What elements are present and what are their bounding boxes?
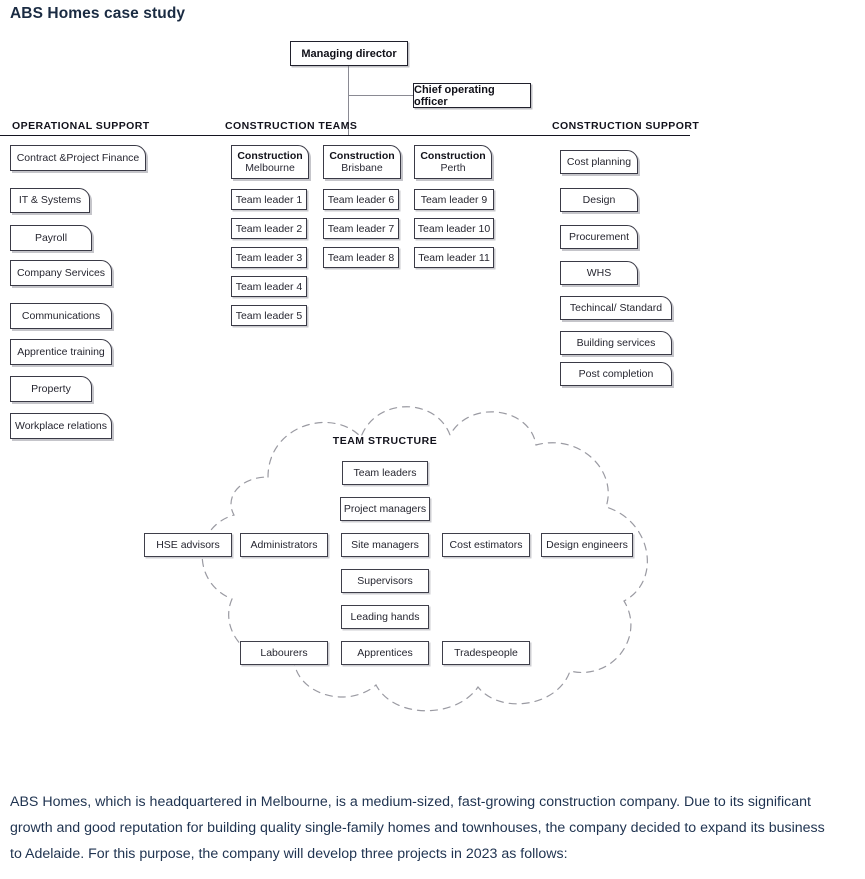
team-structure-box-tradespeople[interactable]: Tradespeople bbox=[442, 641, 530, 665]
team-column-heading-line2: Brisbane bbox=[341, 162, 383, 174]
team-structure-box-administrators[interactable]: Administrators bbox=[240, 533, 328, 557]
org-node-chief-operating-officer[interactable]: Chief operating officer bbox=[413, 83, 531, 108]
team-column-heading-melbourne[interactable]: Construction Melbourne bbox=[231, 145, 309, 179]
team-leader-chip-2[interactable]: Team leader 2 bbox=[231, 218, 307, 239]
connector-md-vertical bbox=[348, 66, 349, 136]
op-support-card-apprentice-training[interactable]: Apprentice training bbox=[10, 339, 112, 365]
support-card-building-services[interactable]: Building services bbox=[560, 331, 672, 355]
cloud-outline-icon bbox=[201, 406, 648, 712]
team-structure-box-leading-hands[interactable]: Leading hands bbox=[341, 605, 429, 629]
team-structure-box-apprentices[interactable]: Apprentices bbox=[341, 641, 429, 665]
op-support-card-contract-project-finance[interactable]: Contract &Project Finance bbox=[10, 145, 146, 171]
connector-md-to-coo bbox=[348, 95, 413, 96]
team-column-heading-line1: Construction bbox=[420, 149, 486, 162]
team-leader-chip-4[interactable]: Team leader 4 bbox=[231, 276, 307, 297]
support-card-cost-planning[interactable]: Cost planning bbox=[560, 150, 638, 174]
case-study-paragraph: ABS Homes, which is headquartered in Mel… bbox=[10, 794, 825, 863]
team-column-heading-line2: Melbourne bbox=[245, 162, 295, 174]
section-header-construction-teams: CONSTRUCTION TEAMS bbox=[225, 120, 358, 132]
support-card-design[interactable]: Design bbox=[560, 188, 638, 212]
team-structure-box-supervisors[interactable]: Supervisors bbox=[341, 569, 429, 593]
team-structure-box-cost-estimators[interactable]: Cost estimators bbox=[442, 533, 530, 557]
support-card-procurement[interactable]: Procurement bbox=[560, 225, 638, 249]
team-leader-chip-11[interactable]: Team leader 11 bbox=[414, 247, 494, 268]
team-leader-chip-7[interactable]: Team leader 7 bbox=[323, 218, 399, 239]
support-card-technical-standard[interactable]: Techincal/ Standard bbox=[560, 296, 672, 320]
support-card-whs[interactable]: WHS bbox=[560, 261, 638, 285]
team-structure-box-design-engineers[interactable]: Design engineers bbox=[541, 533, 633, 557]
team-leader-chip-10[interactable]: Team leader 10 bbox=[414, 218, 494, 239]
team-column-heading-perth[interactable]: Construction Perth bbox=[414, 145, 492, 179]
team-column-heading-line1: Construction bbox=[329, 149, 395, 162]
team-column-heading-brisbane[interactable]: Construction Brisbane bbox=[323, 145, 401, 179]
org-node-managing-director[interactable]: Managing director bbox=[290, 41, 408, 66]
section-header-construction-support: CONSTRUCTION SUPPORT bbox=[552, 120, 700, 132]
team-structure-box-hse-advisors[interactable]: HSE advisors bbox=[144, 533, 232, 557]
op-support-card-workplace-relations[interactable]: Workplace relations bbox=[10, 413, 112, 439]
team-leader-chip-3[interactable]: Team leader 3 bbox=[231, 247, 307, 268]
team-leader-chip-5[interactable]: Team leader 5 bbox=[231, 305, 307, 326]
team-structure-box-site-managers[interactable]: Site managers bbox=[341, 533, 429, 557]
team-leader-chip-8[interactable]: Team leader 8 bbox=[323, 247, 399, 268]
team-structure-box-team-leaders[interactable]: Team leaders bbox=[342, 461, 428, 485]
op-support-card-payroll[interactable]: Payroll bbox=[10, 225, 92, 251]
team-leader-chip-9[interactable]: Team leader 9 bbox=[414, 189, 494, 210]
op-support-card-communications[interactable]: Communications bbox=[10, 303, 112, 329]
team-structure-box-labourers[interactable]: Labourers bbox=[240, 641, 328, 665]
page-title: ABS Homes case study bbox=[10, 5, 186, 22]
team-structure-box-project-managers[interactable]: Project managers bbox=[340, 497, 430, 521]
section-header-operational-support: OPERATIONAL SUPPORT bbox=[12, 120, 150, 132]
op-support-card-property[interactable]: Property bbox=[10, 376, 92, 402]
team-structure-cloud bbox=[118, 385, 678, 725]
team-column-heading-line1: Construction bbox=[237, 149, 303, 162]
section-divider-rule bbox=[0, 135, 690, 136]
team-leader-chip-6[interactable]: Team leader 6 bbox=[323, 189, 399, 210]
team-leader-chip-1[interactable]: Team leader 1 bbox=[231, 189, 307, 210]
op-support-card-it-systems[interactable]: IT & Systems bbox=[10, 188, 90, 213]
op-support-card-company-services[interactable]: Company Services bbox=[10, 260, 112, 286]
team-column-heading-line2: Perth bbox=[440, 162, 466, 174]
support-card-post-completion[interactable]: Post completion bbox=[560, 362, 672, 386]
